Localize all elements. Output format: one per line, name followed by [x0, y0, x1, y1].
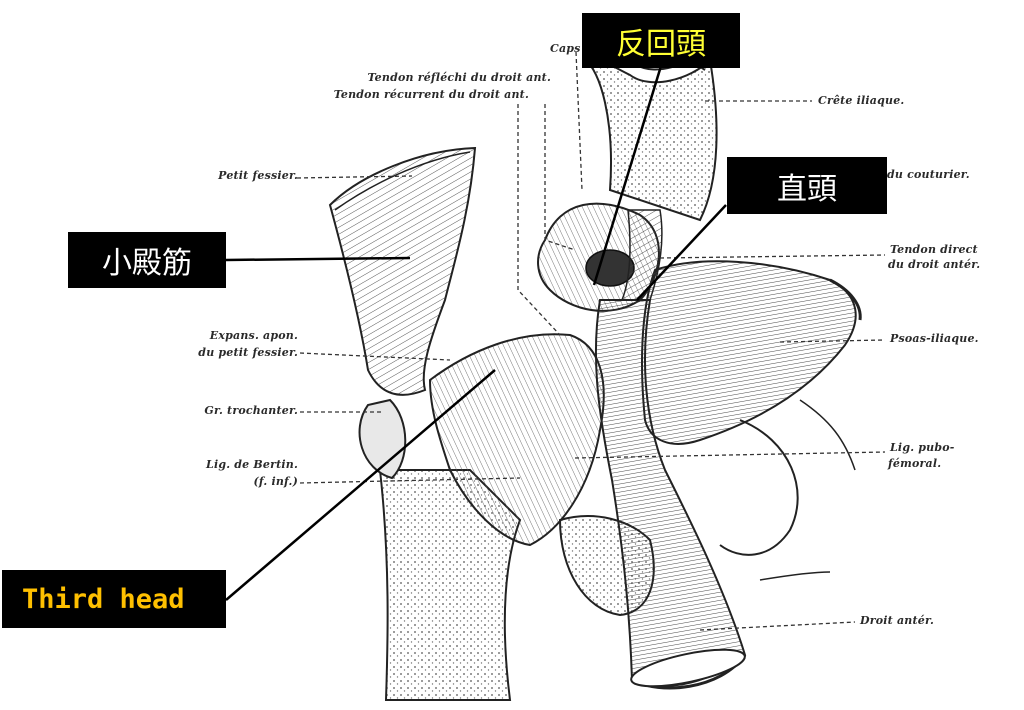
- annotation-reflected-head: 反回頭: [582, 13, 740, 68]
- label-tendon-reflechi: Tendon réfléchi du droit ant.: [367, 71, 551, 84]
- label-tendon-direct-2: du droit antér.: [888, 258, 981, 271]
- label-expans-2: du petit fessier.: [198, 346, 298, 359]
- label-expans-1: Expans. apon.: [209, 329, 298, 342]
- label-tendon-recurrent: Tendon récurrent du droit ant.: [333, 88, 529, 101]
- greater-trochanter: [358, 398, 407, 480]
- label-bertin-1: Lig. de Bertin.: [206, 458, 298, 471]
- label-bertin-2: (f. inf.): [253, 475, 298, 488]
- label-tendon-direct-1: Tendon direct: [890, 243, 978, 256]
- label-crete-iliaque: Crête iliaque.: [818, 94, 905, 107]
- plate-leader-lines: [296, 51, 886, 631]
- annotation-gluteus-minimus: 小殿筋: [68, 232, 226, 288]
- label-droit-anter: Droit antér.: [860, 614, 934, 627]
- annotation-third-head: Third head: [2, 570, 226, 628]
- label-lig-pubo-2: fémoral.: [888, 457, 942, 470]
- ilium: [583, 57, 718, 222]
- label-trochanter: Gr. trochanter.: [204, 404, 298, 417]
- label-lig-pubo-1: Lig. pubo-: [890, 441, 955, 454]
- label-couturier: du couturier.: [887, 168, 970, 181]
- annotation-pointers: [225, 65, 727, 601]
- gluteus-minimus: [328, 146, 477, 396]
- direct-tendon: [620, 209, 663, 301]
- label-capsule: Caps: [550, 42, 581, 55]
- label-petit-fessier: Petit fessier.: [218, 169, 298, 182]
- annotation-direct-head: 直頭: [727, 157, 887, 214]
- femur-shaft: [378, 469, 522, 701]
- psoas-iliaque: [641, 260, 857, 445]
- label-psoas: Psoas-iliaque.: [890, 332, 979, 345]
